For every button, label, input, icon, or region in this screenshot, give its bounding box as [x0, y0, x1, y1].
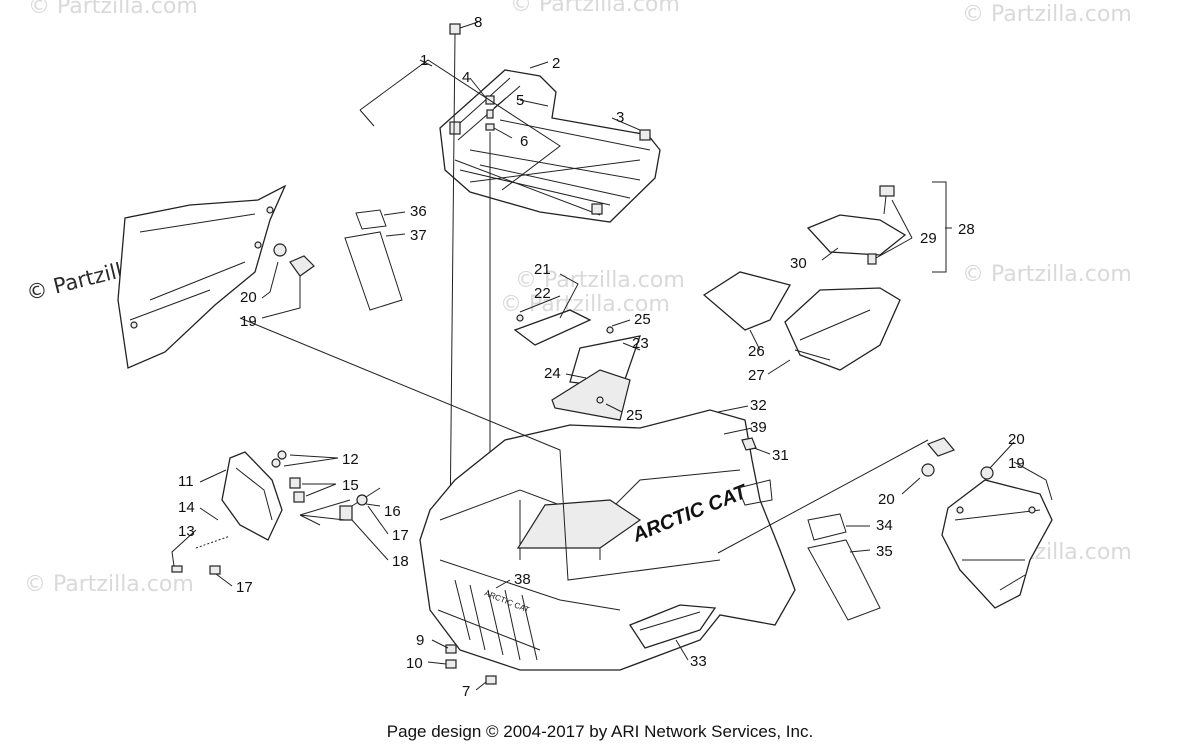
callout-26: 26 — [748, 343, 765, 360]
tub-27 — [784, 287, 901, 371]
callout-17: 17 — [392, 527, 409, 544]
callout-leaders — [171, 21, 1053, 691]
callout-37: 37 — [410, 227, 427, 244]
front-rack — [439, 69, 661, 223]
watermark: © Partzilla.com — [962, 262, 1132, 287]
callout-16: 16 — [384, 503, 401, 520]
callout-15: 15 — [342, 477, 359, 494]
callout-12: 12 — [342, 451, 359, 468]
callout-24: 24 — [544, 365, 561, 382]
callout-30: 30 — [790, 255, 807, 272]
callout-23: 23 — [632, 335, 649, 352]
callout-14: 14 — [178, 499, 195, 516]
front-fender: ARCTIC CAT ARCTIC CAT — [419, 409, 796, 671]
callout-19: 19 — [1008, 455, 1025, 472]
callout-28: 28 — [958, 221, 975, 238]
callout-18: 18 — [392, 553, 409, 570]
cover-30 — [806, 214, 907, 256]
callout-5: 5 — [516, 92, 524, 109]
callout-4: 4 — [462, 69, 470, 86]
callout-32: 32 — [750, 397, 767, 414]
callout-22: 22 — [534, 285, 551, 302]
callout-31: 31 — [772, 447, 789, 464]
watermark: © Partzilla.com — [28, 0, 198, 19]
callout-21: 21 — [534, 261, 551, 278]
callout-labels: 8 1 2 3 4 5 6 36 37 20 19 21 22 25 23 24… — [178, 14, 1025, 700]
callout-19: 19 — [240, 313, 257, 330]
callout-27: 27 — [748, 367, 765, 384]
callout-35: 35 — [876, 543, 893, 560]
callout-38: 38 — [514, 571, 531, 588]
grommet-19 — [289, 255, 315, 277]
callout-20: 20 — [1008, 431, 1025, 448]
callout-1: 1 — [420, 52, 428, 69]
decal-37 — [344, 231, 403, 311]
left-side-panel — [117, 184, 287, 369]
callout-8: 8 — [474, 14, 482, 31]
callout-17: 17 — [236, 579, 253, 596]
decal-36 — [355, 209, 387, 230]
callout-33: 33 — [690, 653, 707, 670]
nut-20 — [273, 243, 287, 257]
bracket-24 — [551, 369, 631, 421]
bolt-8 — [449, 23, 461, 35]
watermark: © Partzilla.com — [510, 0, 680, 17]
callout-34: 34 — [876, 517, 893, 534]
plate-21 — [513, 309, 592, 346]
callout-9: 9 — [416, 632, 424, 649]
copyright-footer: Page design © 2004-2017 by ARI Network S… — [386, 722, 814, 741]
right-side-panel — [941, 479, 1053, 609]
decal-35 — [807, 539, 881, 621]
callout-25: 25 — [626, 407, 643, 424]
headlight-assembly — [221, 451, 283, 541]
callout-39: 39 — [750, 419, 767, 436]
watermark: © Partzilla.com — [962, 2, 1132, 27]
callout-10: 10 — [406, 655, 423, 672]
callout-2: 2 — [552, 55, 560, 72]
callout-11: 11 — [178, 473, 194, 490]
callout-20: 20 — [240, 289, 257, 306]
callout-3: 3 — [616, 109, 624, 126]
decal-34 — [807, 513, 847, 541]
watermark: © Partzilla.com — [500, 292, 670, 317]
callout-20: 20 — [878, 491, 895, 508]
watermark: © Partzilla.com — [515, 268, 685, 293]
callout-6: 6 — [520, 133, 528, 150]
callout-25: 25 — [634, 311, 651, 328]
callout-7: 7 — [462, 683, 470, 700]
callout-36: 36 — [410, 203, 427, 220]
lid-26 — [702, 271, 791, 331]
callout-29: 29 — [920, 230, 937, 247]
callout-13: 13 — [178, 523, 195, 540]
watermark: © Partzilla.com — [24, 572, 194, 597]
